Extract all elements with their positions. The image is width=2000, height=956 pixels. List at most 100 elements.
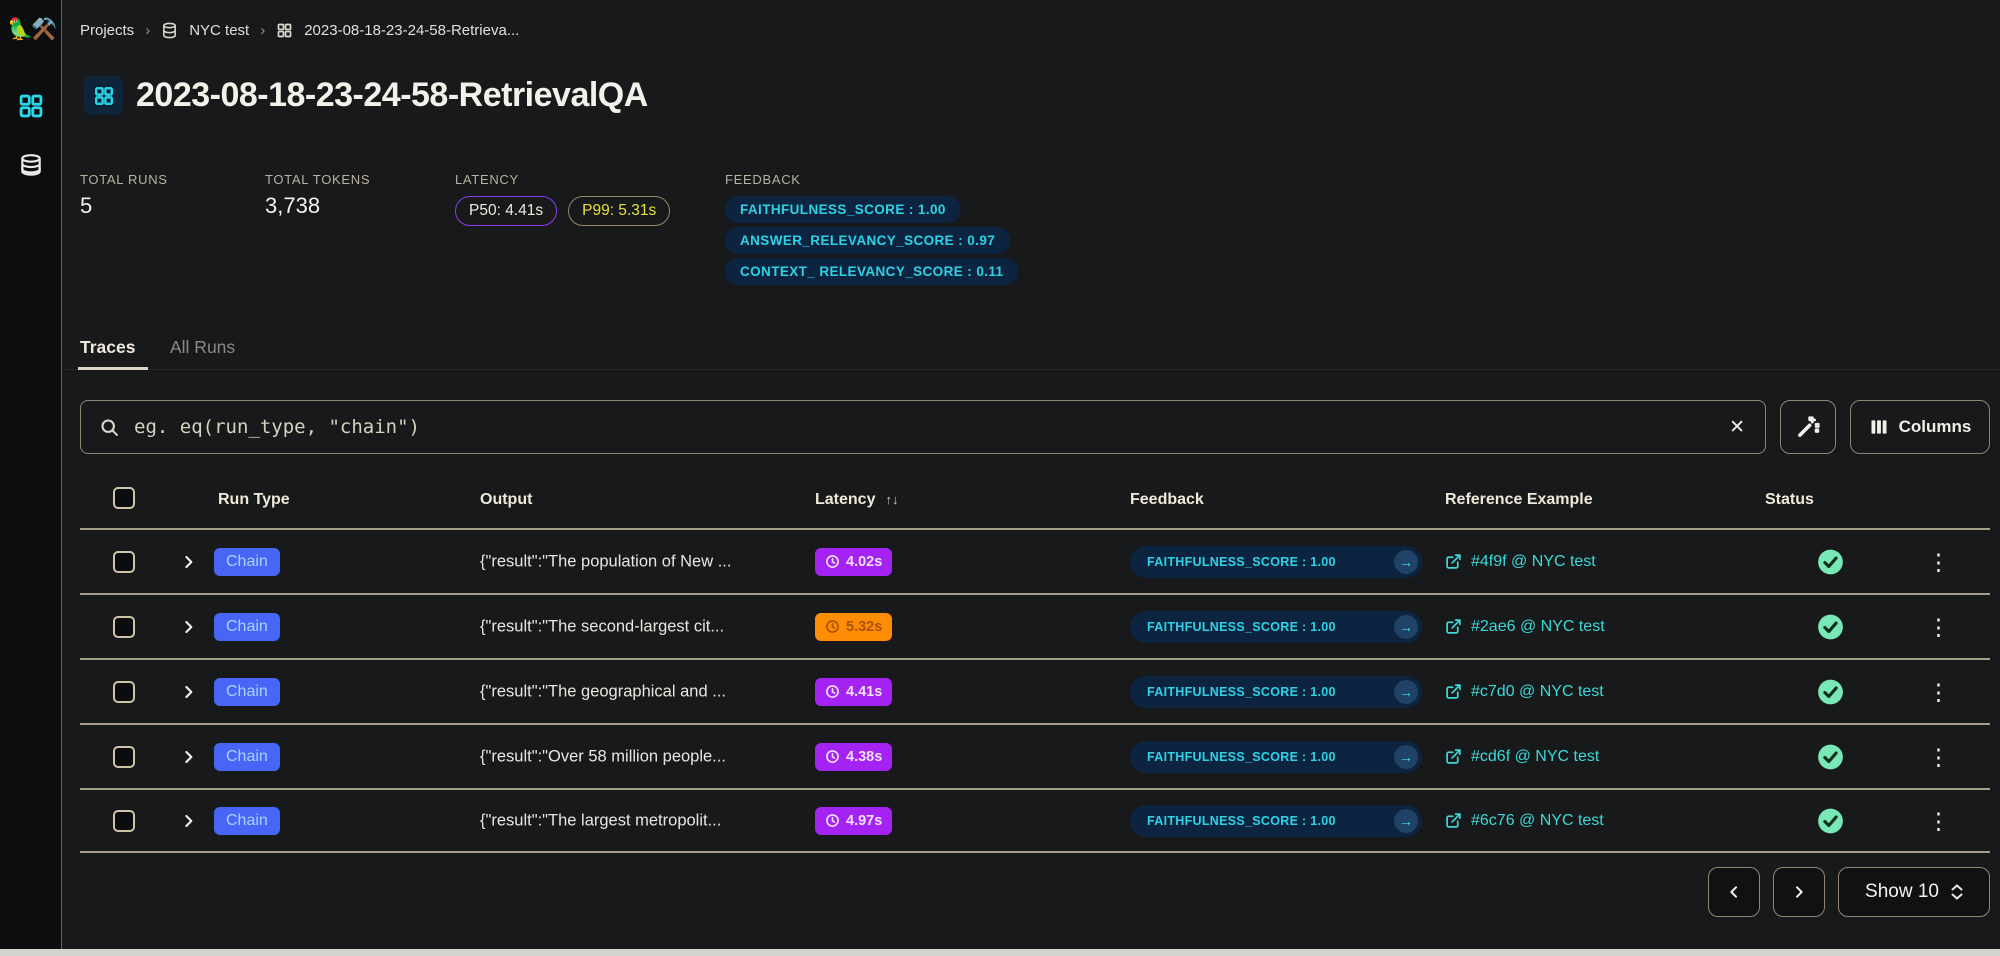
feedback-pill[interactable]: FAITHFULNESS_SCORE : 1.00 → <box>1130 804 1422 837</box>
row-checkbox[interactable] <box>113 615 135 638</box>
row-checkbox[interactable] <box>113 745 135 768</box>
columns-button[interactable]: Columns <box>1850 400 1990 454</box>
chevron-right-icon <box>1796 886 1803 898</box>
expand-chevron-icon[interactable] <box>180 812 197 829</box>
feedback-chip-context-relevancy: CONTEXT_ RELEVANCY_SCORE : 0.11 <box>725 258 1019 285</box>
active-tab-underline <box>78 367 148 370</box>
reference-example-link[interactable]: #c7d0 @ NYC test <box>1445 683 1604 701</box>
output-cell: {"result":"The population of New ... <box>480 552 732 570</box>
sidebar-item-datasets[interactable] <box>18 153 44 179</box>
reference-example-link[interactable]: #6c76 @ NYC test <box>1445 812 1604 830</box>
column-header-latency: Latency↑↓ <box>815 491 899 508</box>
reference-example-link[interactable]: #cd6f @ NYC test <box>1445 748 1599 766</box>
sort-icon[interactable]: ↑↓ <box>885 492 899 507</box>
session-grid-icon <box>84 76 123 115</box>
sidebar: 🦜⚒️ <box>0 0 62 949</box>
tab-all-runs[interactable]: All Runs <box>170 337 236 357</box>
arrow-right-icon: → <box>1394 679 1418 704</box>
columns-button-label: Columns <box>1898 417 1972 436</box>
row-menu-button[interactable]: ⋮ <box>1927 548 1950 575</box>
row-checkbox[interactable] <box>113 809 135 832</box>
reference-example-link[interactable]: #4f9f @ NYC test <box>1445 553 1596 571</box>
run-type-badge: Chain <box>214 547 280 576</box>
table-row[interactable]: Chain {"result":"The geographical and ..… <box>80 658 1990 723</box>
arrow-right-icon: → <box>1394 614 1418 639</box>
column-header-run-type: Run Type <box>218 491 290 508</box>
external-link-icon <box>1446 813 1461 828</box>
grid-icon <box>19 94 43 118</box>
pagination: Show 10 <box>1708 867 1990 917</box>
tab-bar: Traces All Runs <box>63 334 2000 370</box>
expand-chevron-icon[interactable] <box>180 553 197 570</box>
database-icon <box>21 154 41 176</box>
page-size-select[interactable]: Show 10 <box>1838 867 1990 917</box>
magic-wand-button[interactable] <box>1780 400 1836 454</box>
latency-pill: 4.97s <box>815 806 893 835</box>
previous-page-button[interactable] <box>1708 867 1760 917</box>
p50-latency-chip: P50: 4.41s <box>455 196 558 226</box>
row-checkbox[interactable] <box>113 550 135 573</box>
expand-chevron-icon[interactable] <box>180 618 197 635</box>
status-success-icon <box>1817 613 1844 640</box>
total-runs-label: TOTAL RUNS <box>80 172 168 187</box>
app-logo: 🦜⚒️ <box>7 18 57 41</box>
output-cell: {"result":"Over 58 million people... <box>480 747 726 765</box>
row-checkbox[interactable] <box>113 680 135 703</box>
tab-traces[interactable]: Traces <box>80 337 136 357</box>
feedback-label: FEEDBACK <box>725 172 801 187</box>
clock-icon <box>826 685 839 698</box>
table-row[interactable]: Chain {"result":"The population of New .… <box>80 528 1990 593</box>
row-menu-button[interactable]: ⋮ <box>1927 613 1950 640</box>
wand-icon <box>1798 416 1820 437</box>
expand-chevron-icon[interactable] <box>180 748 197 765</box>
page-title: 2023-08-18-23-24-58-RetrievalQA <box>136 76 648 114</box>
output-cell: {"result":"The largest metropolit... <box>480 811 722 829</box>
arrow-right-icon: → <box>1394 744 1418 769</box>
table-body: Chain {"result":"The population of New .… <box>80 528 1990 853</box>
clear-search-icon[interactable]: ✕ <box>1729 416 1745 438</box>
feedback-pill[interactable]: FAITHFULNESS_SCORE : 1.00 → <box>1130 545 1422 578</box>
column-header-feedback: Feedback <box>1130 491 1204 508</box>
status-success-icon <box>1817 548 1844 575</box>
reference-example-link[interactable]: #2ae6 @ NYC test <box>1445 618 1605 636</box>
status-success-icon <box>1817 678 1844 705</box>
feedback-summary: FAITHFULNESS_SCORE : 1.00 ANSWER_RELEVAN… <box>725 196 1019 285</box>
latency-pill: 5.32s <box>815 612 893 641</box>
select-all-checkbox[interactable] <box>113 487 135 509</box>
run-type-badge: Chain <box>214 742 280 771</box>
clock-icon <box>826 620 839 633</box>
search-input[interactable] <box>134 416 1714 438</box>
breadcrumb-projects[interactable]: Projects <box>80 22 135 39</box>
table-row[interactable]: Chain {"result":"The largest metropolit.… <box>80 788 1990 853</box>
status-success-icon <box>1817 807 1844 834</box>
breadcrumb-dataset[interactable]: NYC test <box>189 22 250 39</box>
page-size-label: Show 10 <box>1865 881 1939 902</box>
grid-icon <box>276 22 293 39</box>
feedback-pill[interactable]: FAITHFULNESS_SCORE : 1.00 → <box>1130 610 1422 643</box>
next-page-button[interactable] <box>1773 867 1825 917</box>
clock-icon <box>826 814 839 827</box>
row-menu-button[interactable]: ⋮ <box>1927 678 1950 705</box>
chevron-right-icon: › <box>260 22 266 39</box>
run-type-badge: Chain <box>214 677 280 706</box>
feedback-chip-answer-relevancy: ANSWER_RELEVANCY_SCORE : 0.97 <box>725 227 1011 254</box>
database-icon <box>161 22 178 39</box>
feedback-pill[interactable]: FAITHFULNESS_SCORE : 1.00 → <box>1130 675 1422 708</box>
column-header-output: Output <box>480 491 533 508</box>
table-row[interactable]: Chain {"result":"Over 58 million people.… <box>80 723 1990 788</box>
external-link-icon <box>1446 619 1461 634</box>
main-content: Projects › NYC test › 2023-08-18-23-24-5… <box>63 0 2000 956</box>
table-row[interactable]: Chain {"result":"The second-largest cit.… <box>80 593 1990 658</box>
breadcrumb-session[interactable]: 2023-08-18-23-24-58-Retrieva... <box>304 22 520 39</box>
columns-icon <box>1871 420 1887 434</box>
sidebar-item-projects[interactable] <box>17 92 45 120</box>
row-menu-button[interactable]: ⋮ <box>1927 743 1950 770</box>
search-icon <box>101 418 118 436</box>
chevron-right-icon: › <box>145 22 151 39</box>
expand-chevron-icon[interactable] <box>180 683 197 700</box>
total-tokens-label: TOTAL TOKENS <box>265 172 371 187</box>
p99-latency-chip: P99: 5.31s <box>568 196 671 226</box>
row-menu-button[interactable]: ⋮ <box>1927 807 1950 834</box>
select-carets-icon <box>1951 884 1963 900</box>
feedback-pill[interactable]: FAITHFULNESS_SCORE : 1.00 → <box>1130 740 1422 773</box>
